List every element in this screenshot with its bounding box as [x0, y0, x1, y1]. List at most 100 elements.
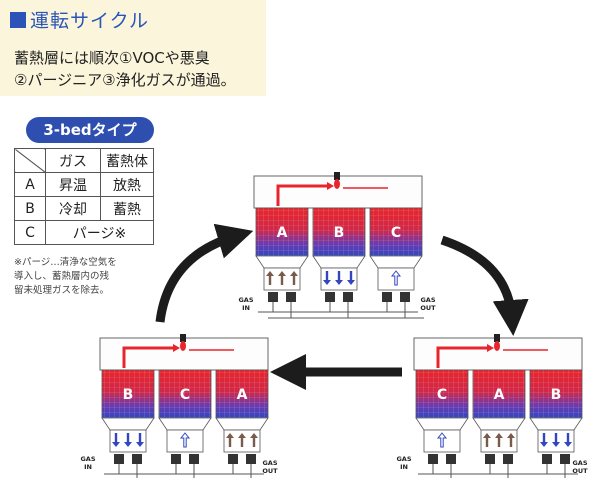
table-row: B 冷却 蓄熱	[14, 196, 154, 221]
bed-hopper	[255, 255, 309, 269]
valve-icon	[428, 454, 438, 464]
page-title: 運転サイクル	[10, 6, 149, 33]
valve-icon	[325, 292, 335, 302]
bed-hopper	[215, 417, 269, 431]
valve-icon	[446, 454, 456, 464]
flow-arrow-icon	[136, 433, 144, 447]
hot-flow-line	[436, 346, 491, 368]
gas-out-label-top-line: GAS	[420, 296, 435, 304]
gas-in-label-left-line: IN	[84, 463, 92, 471]
hot-flow-line	[122, 346, 177, 368]
unit-top: A B C	[253, 172, 424, 319]
bed-mesh	[530, 370, 582, 418]
bed-label: C	[180, 387, 190, 403]
flow-arrow-icon	[179, 432, 191, 448]
bed-hopper	[529, 417, 583, 431]
gas-in-label-top-line: GAS	[238, 296, 253, 304]
table-header-gas: ガス	[45, 148, 101, 173]
gas-in-label-top-line: IN	[242, 304, 250, 312]
bed-hopper	[415, 417, 469, 431]
flow-arrow-icon	[290, 271, 298, 285]
burner-icon	[180, 334, 186, 342]
flow-arrow-icon	[226, 433, 234, 447]
bed-mesh	[370, 208, 422, 256]
gas-out-label-left-line: OUT	[262, 467, 278, 475]
valve-icon	[400, 292, 410, 302]
table-header-heat: 蓄熱体	[100, 148, 154, 173]
bed-mesh	[473, 370, 525, 418]
table-bed-cell: C	[14, 220, 46, 245]
bed-label: A	[277, 225, 288, 241]
description-line-2: ②パージニア③浄化ガスが通過。	[14, 71, 236, 89]
note-line: 留未処理ガスを除去。	[14, 285, 110, 296]
valve-icon	[268, 292, 278, 302]
gas-out-label-right-line: GAS	[572, 459, 587, 467]
table-row: C パージ※	[14, 220, 154, 245]
valve-icon	[503, 454, 513, 464]
flow-arrow-icon	[250, 433, 258, 447]
valve-icon	[189, 454, 199, 464]
table-heat-cell: 蓄熱	[100, 196, 154, 221]
bed-hopper	[312, 255, 366, 269]
bed-label: B	[334, 225, 345, 241]
flame-icon	[334, 179, 340, 189]
valve-icon	[228, 454, 238, 464]
flow-arrow-icon	[266, 271, 274, 285]
valve-icon	[246, 454, 256, 464]
bed-mesh	[256, 208, 308, 256]
gas-out-label-right-line: OUT	[572, 467, 588, 475]
note-line: 導入し、蓄熱層内の残	[14, 271, 110, 282]
purge-note: ※パージ…清浄な空気を 導入し、蓄熱層内の残 留未処理ガスを除去。	[14, 256, 117, 298]
description: 蓄熱層には順次①VOCや悪臭 ②パージニア③浄化ガスが通過。	[14, 47, 236, 91]
valve-icon	[114, 454, 124, 464]
title-square-icon	[10, 12, 26, 28]
flow-arrow-icon	[495, 433, 503, 447]
flame-icon	[494, 341, 500, 351]
table-row: A 昇温 放熱	[14, 172, 154, 197]
bed-hopper	[158, 417, 212, 431]
flame-icon	[180, 341, 186, 351]
hot-flow-arrow-icon	[487, 344, 494, 352]
table-gas-cell: 冷却	[45, 196, 101, 221]
bed-mesh	[416, 370, 468, 418]
valve-icon	[542, 454, 552, 464]
cycle-arrow-top-right	[440, 235, 529, 336]
type-badge: 3-bedタイプ	[26, 117, 154, 143]
note-line: ※パージ…清浄な空気を	[14, 257, 117, 268]
bed-label: C	[437, 387, 447, 403]
hot-flow-line	[276, 184, 331, 206]
flow-arrow-icon	[540, 433, 548, 447]
valve-icon	[132, 454, 142, 464]
valve-icon	[171, 454, 181, 464]
flow-arrow-icon	[507, 433, 515, 447]
bed-hopper	[101, 417, 155, 431]
flow-arrow-icon	[483, 433, 491, 447]
flow-arrow-icon	[323, 271, 331, 285]
cycle-arrow-left-top	[155, 223, 254, 323]
flow-arrow-icon	[335, 271, 343, 285]
bed-mesh	[159, 370, 211, 418]
gas-in-label-right-line: GAS	[396, 455, 411, 463]
bed-mesh	[313, 208, 365, 256]
valve-icon	[286, 292, 296, 302]
bed-mesh	[102, 370, 154, 418]
valve-icon	[560, 454, 570, 464]
title-text: 運転サイクル	[30, 10, 150, 32]
valve-icon	[382, 292, 392, 302]
table-bed-cell: B	[14, 196, 46, 221]
table-merged-cell: パージ※	[45, 220, 154, 245]
gas-in-label-right-line: IN	[400, 463, 408, 471]
bed-hopper	[472, 417, 526, 431]
bed-label: C	[391, 225, 401, 241]
flow-arrow-icon	[347, 271, 355, 285]
gas-in-label-left-line: GAS	[80, 455, 95, 463]
bed-label: A	[237, 387, 248, 403]
bed-label: A	[494, 387, 505, 403]
gas-out-label-top-line: OUT	[420, 304, 436, 312]
flow-arrow-icon	[390, 270, 402, 286]
bed-label: B	[551, 387, 562, 403]
